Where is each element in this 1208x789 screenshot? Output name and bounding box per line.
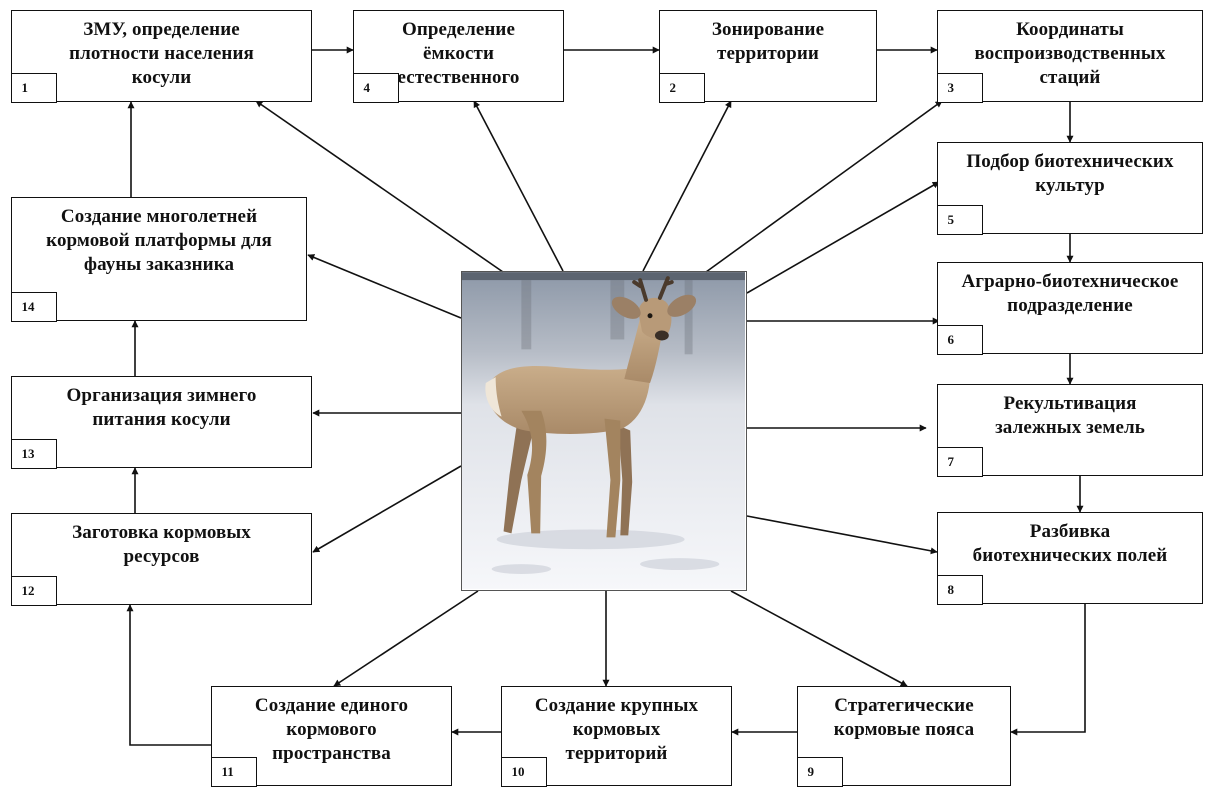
step-box-3-title: Координаты воспроизводственных стаций (974, 19, 1166, 88)
step-box-14: Создание многолетней кормовой платформы … (10, 197, 307, 322)
step-box-12-number: 12 (10, 575, 57, 606)
deer-far-hind-leg (503, 420, 534, 534)
deer-figure (485, 276, 697, 538)
step-box-14-title: Создание многолетней кормовой платформы … (46, 206, 272, 275)
step-box-13-number: 13 (10, 438, 57, 469)
photo-top-band (462, 272, 745, 281)
step-box-1-number: 1 (10, 72, 57, 103)
deer-muzzle (654, 330, 669, 341)
step-box-12: Заготовка кормовых ресурсов 12 (10, 513, 312, 606)
step-box-5-title: Подбор биотехнических культур (966, 151, 1174, 196)
step-box-8: Разбивка биотехнических полей 8 (936, 512, 1203, 605)
step-box-5-number: 5 (936, 204, 983, 235)
step-box-2-number: 2 (658, 72, 705, 103)
step-box-11-number: 11 (210, 756, 257, 787)
step-box-6-number: 6 (936, 324, 983, 355)
deer-head (638, 297, 672, 339)
step-box-14-number: 14 (10, 291, 57, 322)
connectors (126, 46, 1086, 746)
deer-antlers (632, 276, 674, 302)
step-box-11: Создание единого кормового пространства … (210, 686, 452, 787)
step-box-8-title: Разбивка биотехнических полей (972, 521, 1168, 566)
flow-arrow-11-to-12 (126, 604, 211, 746)
deer-eye (647, 313, 653, 319)
step-box-7-number: 7 (936, 446, 983, 477)
deer-left-ear (611, 296, 641, 319)
step-box-6: Аграрно-биотехническое подразделение 6 (936, 262, 1203, 355)
step-box-11-title: Создание единого кормового пространства (254, 695, 409, 764)
step-box-1: ЗМУ, определение плотности населения кос… (10, 10, 312, 103)
step-box-3: Координаты воспроизводственных стаций 3 (936, 10, 1203, 103)
step-box-13-title: Организация зимнего питания косули (66, 385, 257, 430)
step-box-5: Подбор биотехнических культур 5 (936, 142, 1203, 235)
roe-deer-photo (461, 271, 747, 591)
deer-right-ear (667, 294, 697, 317)
step-box-6-title: Аграрно-биотехническое подразделение (961, 271, 1179, 316)
step-box-2: Зонирование территории 2 (658, 10, 877, 103)
step-box-9-number: 9 (796, 756, 843, 787)
step-box-9-title: Стратегические кормовые пояса (833, 695, 975, 740)
deer-near-hind-leg (521, 410, 547, 534)
step-box-4-title: Определение ёмкости естественного (397, 19, 520, 88)
radial-arrow-to-12 (312, 465, 462, 553)
step-box-7: Рекультивация залежных земель 7 (936, 384, 1203, 477)
radial-arrow-to-1 (255, 100, 504, 273)
step-box-3-number: 3 (936, 72, 983, 103)
radial-arrow-to-9 (730, 590, 908, 687)
deer-far-front-leg (618, 425, 633, 536)
step-box-1-title: ЗМУ, определение плотности населения кос… (69, 19, 254, 88)
flow-arrow-8-to-9 (1010, 604, 1086, 736)
radial-arrow-to-4 (473, 100, 564, 272)
step-box-13: Организация зимнего питания косули 13 (10, 376, 312, 469)
step-box-10: Создание крупных кормовых территорий 10 (500, 686, 732, 787)
step-box-7-title: Рекультивация залежных земель (995, 393, 1145, 438)
radial-arrow-to-11 (333, 590, 479, 687)
deer-rump-patch (485, 377, 502, 417)
step-box-10-number: 10 (500, 756, 547, 787)
step-box-9: Стратегические кормовые пояса 9 (796, 686, 1011, 787)
step-box-8-number: 8 (936, 574, 983, 605)
radial-arrow-to-14 (307, 254, 462, 319)
step-box-10-title: Создание крупных кормовых территорий (534, 695, 699, 764)
step-box-4: Определение ёмкости естественного 4 (352, 10, 564, 103)
radial-arrow-to-5 (746, 181, 940, 294)
deer-near-front-leg (604, 418, 621, 538)
radial-arrow-to-2 (642, 100, 732, 272)
radial-arrow-to-8 (746, 515, 938, 555)
step-box-12-title: Заготовка кормовых ресурсов (72, 522, 251, 567)
step-box-4-number: 4 (352, 72, 399, 103)
radial-arrow-to-3 (705, 100, 943, 273)
snow-shadows (491, 529, 720, 574)
step-box-2-title: Зонирование территории (711, 19, 825, 64)
